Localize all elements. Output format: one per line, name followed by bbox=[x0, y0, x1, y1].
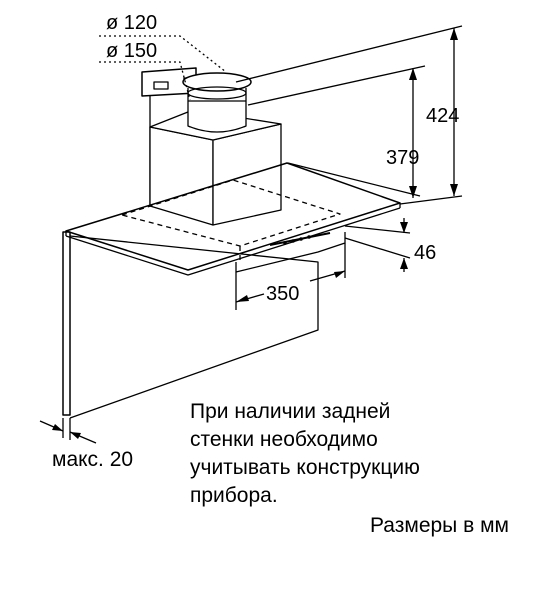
leader-dia-120 bbox=[99, 35, 227, 73]
arrow-379-bottom bbox=[409, 186, 417, 198]
arrow-424-top bbox=[450, 28, 458, 40]
arrow-46-top bbox=[400, 222, 408, 233]
arrow-46-bottom bbox=[400, 258, 408, 269]
arrow-424-bottom bbox=[450, 184, 458, 196]
label-dia-120: ø 120 bbox=[106, 12, 157, 34]
arrow-350-left bbox=[236, 295, 249, 302]
ext-line-bottom bbox=[287, 162, 421, 197]
wall-panel bbox=[62, 231, 71, 416]
lower-body bbox=[235, 232, 346, 273]
label-height-424: 424 bbox=[426, 105, 459, 127]
hidden-housing bbox=[121, 179, 341, 247]
label-max-20: макс. 20 bbox=[52, 448, 134, 471]
arrow-max-left bbox=[52, 424, 63, 431]
note-line: стенки необходимо bbox=[190, 428, 378, 451]
chimney-side-face bbox=[212, 123, 282, 226]
label-dia-150: ø 150 bbox=[106, 40, 157, 62]
leader-dia-150 bbox=[99, 61, 191, 101]
arrow-379-top bbox=[409, 68, 417, 80]
units-note: Размеры в мм bbox=[370, 514, 509, 537]
label-thickness-46: 46 bbox=[414, 242, 436, 264]
glass-edge-front bbox=[65, 207, 401, 276]
label-depth-350: 350 bbox=[266, 283, 299, 305]
ext-line-46-bottom bbox=[344, 237, 411, 259]
duct-inner-ring bbox=[187, 86, 247, 100]
ext-line-bottom-2 bbox=[399, 195, 463, 205]
note-line: При наличии задней bbox=[190, 400, 391, 423]
ext-line-top-424 bbox=[235, 25, 463, 83]
note-line: прибора. bbox=[190, 484, 278, 507]
wall-side bbox=[69, 235, 319, 419]
control-buttons bbox=[283, 235, 311, 245]
ext-line-top-379 bbox=[247, 65, 426, 106]
arrow-350-right bbox=[334, 271, 345, 278]
label-height-379: 379 bbox=[386, 147, 419, 169]
ext-line-46-top bbox=[344, 225, 411, 234]
duct-collar bbox=[187, 88, 247, 133]
duct-top-ring bbox=[182, 72, 252, 92]
chimney-front-face bbox=[149, 126, 214, 226]
rear-wall-note: При наличии задней стенки необходимо учи… bbox=[190, 398, 510, 510]
note-line: учитывать конструкцию bbox=[190, 456, 420, 479]
plate-slot-left bbox=[153, 81, 169, 90]
arrow-max-right bbox=[70, 432, 81, 439]
